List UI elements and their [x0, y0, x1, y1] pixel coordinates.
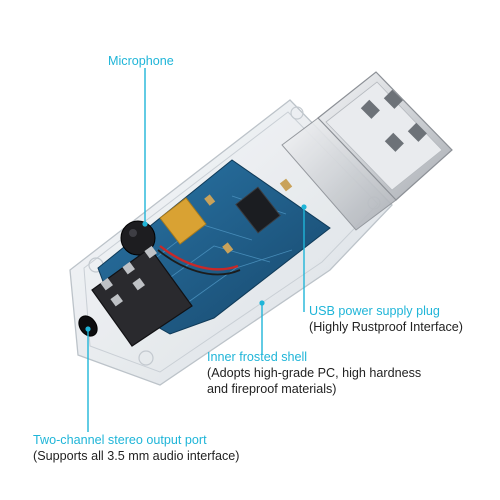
port-callout-dot — [85, 326, 91, 332]
audio-output-port — [78, 315, 98, 337]
audio-jack-block — [78, 245, 193, 347]
usb-contact-hole — [407, 122, 427, 142]
audio-chip — [235, 186, 281, 234]
output-port-label: Two-channel stereo output port — [33, 433, 207, 447]
inner-shell-description-line1: (Adopts high-grade PC, high hardness — [207, 366, 422, 380]
microphone-module — [120, 197, 241, 276]
pcb-component — [279, 178, 293, 192]
usb-contact-hole — [384, 132, 404, 152]
usb-plug-description: (Highly Rustproof Interface) — [309, 320, 463, 334]
shell-callout-dot — [259, 300, 265, 306]
usb-plug — [317, 71, 453, 201]
usb-callout-dot — [301, 204, 307, 210]
microphone-callout-dot — [142, 221, 148, 227]
pcb-component — [222, 242, 234, 254]
microphone-label: Microphone — [108, 54, 174, 68]
usb-collar — [281, 117, 397, 231]
usb-plug-label: USB power supply plug — [309, 304, 440, 318]
pcb-component — [204, 194, 216, 206]
usb-contact-hole — [360, 99, 380, 119]
inner-shell-description-line2: and fireproof materials) — [207, 382, 337, 396]
usb-contact-hole — [383, 89, 403, 109]
microphone-capsule — [120, 220, 156, 256]
inner-shell-label: Inner frosted shell — [207, 350, 308, 364]
output-port-description: (Supports all 3.5 mm audio interface) — [33, 449, 240, 463]
callout-lines — [85, 68, 307, 432]
